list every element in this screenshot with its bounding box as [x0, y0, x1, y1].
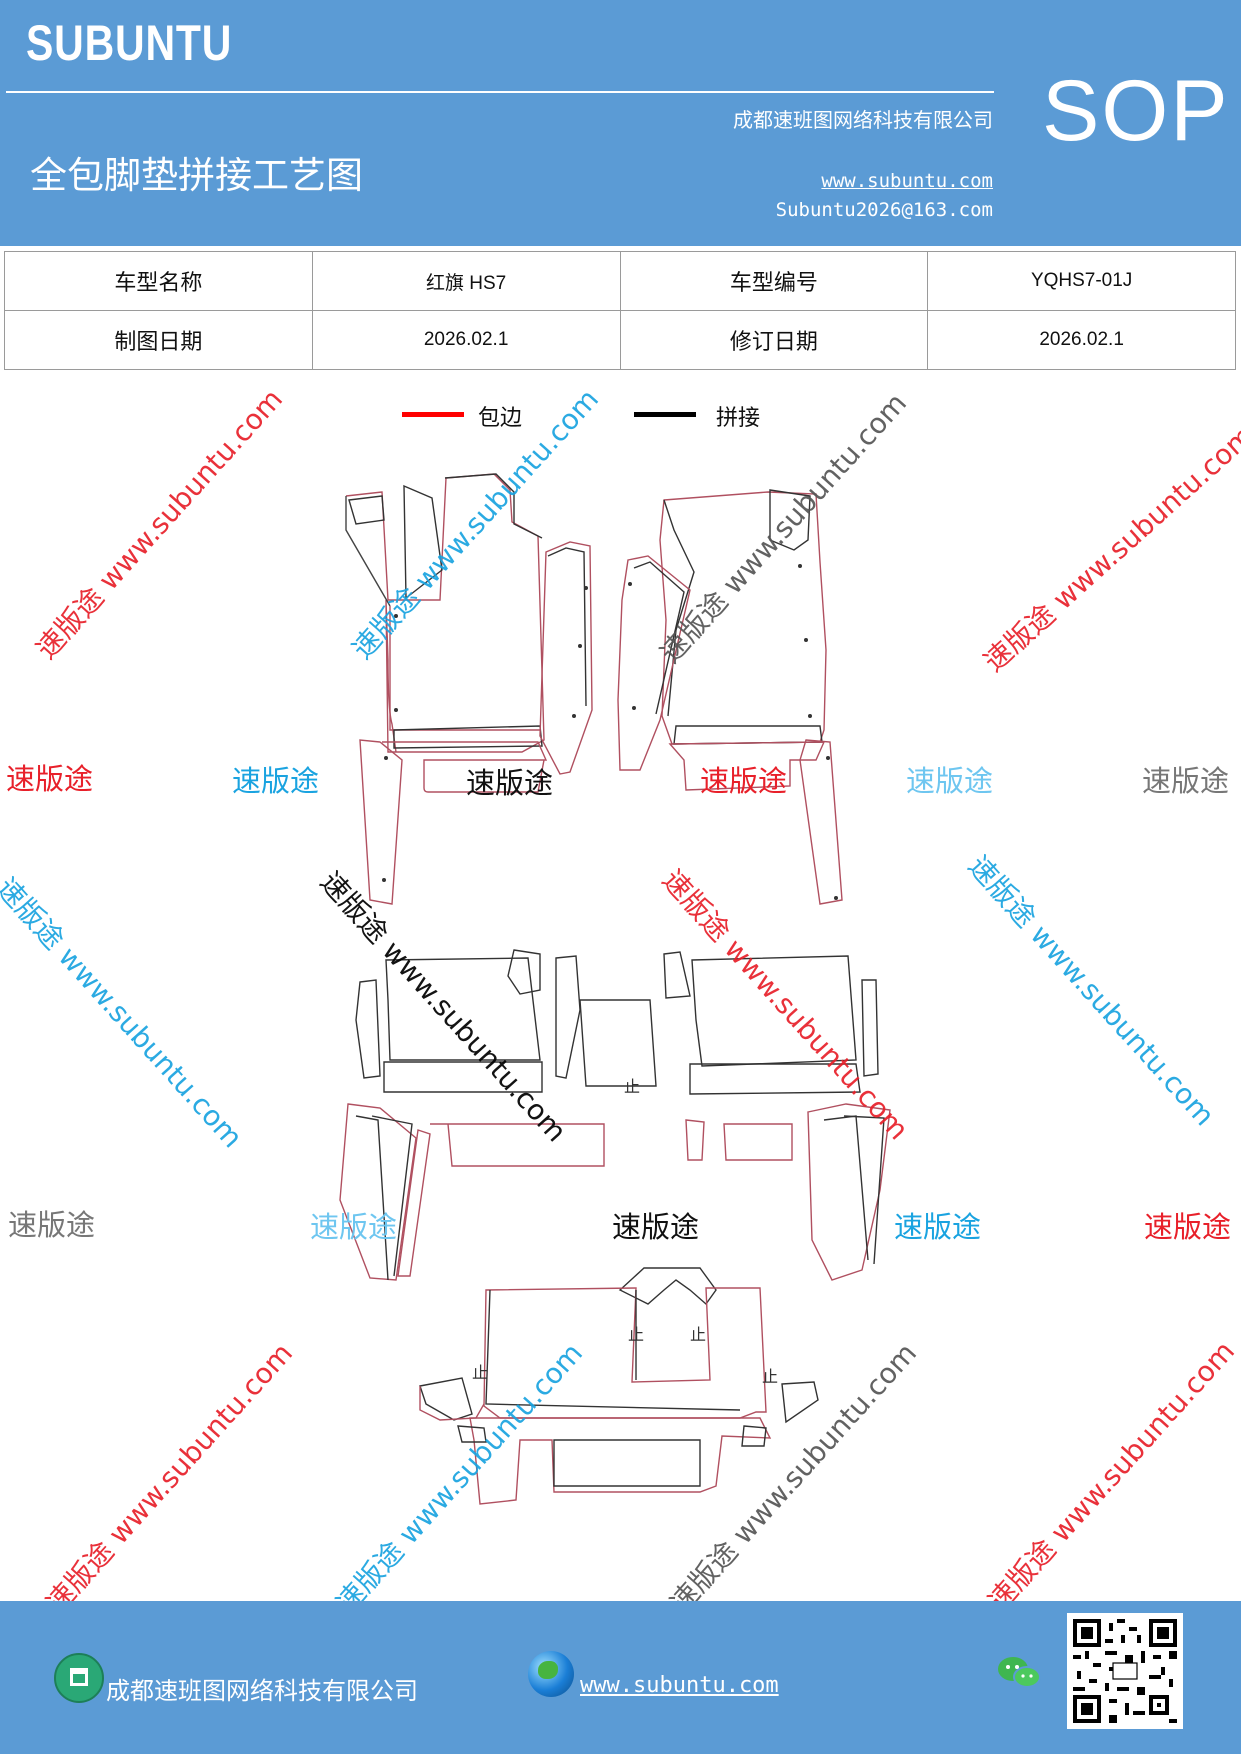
watermark: 速版途	[466, 766, 554, 800]
middle-left-mat	[339, 949, 657, 1281]
footer-banner: 成都速班图网络科技有限公司 www.subuntu.com	[0, 1601, 1241, 1754]
globe-icon	[528, 1651, 574, 1697]
footer-website-link[interactable]: www.subuntu.com	[580, 1673, 779, 1698]
sop-badge: SOP	[1042, 63, 1230, 159]
footer-company: 成都速班图网络科技有限公司	[106, 1677, 418, 1705]
label-model-name: 车型名称	[4, 251, 313, 311]
watermark: 速版途	[894, 1210, 982, 1244]
label-draw-date: 制图日期	[4, 310, 313, 370]
info-table: 车型名称 红旗 HS7 车型编号 YQHS7-01J 制图日期 2026.02.…	[4, 251, 1236, 370]
rear-mat: 止 止 止 止	[419, 1267, 819, 1505]
joint-mark: 止	[472, 1363, 488, 1382]
legend-swatch-black	[634, 412, 696, 417]
qr-code	[1067, 1613, 1183, 1729]
header-email[interactable]: Subuntu2026@163.com	[775, 199, 993, 221]
value-model-name: 红旗 HS7	[311, 251, 621, 311]
watermark: 速版途	[6, 762, 94, 796]
value-revise-date: 2026.02.1	[927, 310, 1236, 370]
label-revise-date: 修订日期	[619, 310, 929, 370]
watermark: 速版途	[1142, 764, 1230, 798]
header-divider	[6, 91, 994, 93]
middle-right-mat: 止	[624, 951, 891, 1281]
watermark: 速版途	[906, 764, 994, 798]
legend-label: 包边	[478, 406, 523, 431]
watermark: 速版途	[8, 1208, 96, 1242]
wechat-icon	[998, 1657, 1041, 1688]
table-row: 制图日期 2026.02.1 修订日期 2026.02.1	[4, 310, 1236, 370]
header-website-link[interactable]: www.subuntu.com	[821, 170, 993, 192]
watermark: 速版途	[310, 1210, 398, 1244]
watermark: 速版途	[1144, 1210, 1232, 1244]
value-model-code: YQHS7-01J	[927, 251, 1236, 311]
qr-code-pattern	[1073, 1619, 1177, 1723]
watermark: 速版途	[612, 1210, 700, 1244]
legend-swatch-red	[402, 412, 464, 417]
joint-mark: 止	[690, 1325, 706, 1344]
watermark: 速版途	[700, 764, 788, 798]
legend-label: 拼接	[716, 406, 761, 431]
value-draw-date: 2026.02.1	[311, 310, 621, 370]
header-banner: SUBUNTU 全包脚垫拼接工艺图 成都速班图网络科技有限公司 www.subu…	[0, 0, 1241, 246]
front-right-mat	[617, 489, 843, 905]
brand-logo: SUBUNTU	[26, 15, 233, 71]
joint-mark: 止	[628, 1325, 644, 1344]
front-left-mat	[345, 473, 593, 905]
watermark: 速版途	[232, 764, 320, 798]
label-model-code: 车型编号	[619, 251, 929, 311]
joint-mark: 止	[624, 1077, 640, 1096]
header-company: 成都速班图网络科技有限公司	[733, 108, 993, 132]
table-row: 车型名称 红旗 HS7 车型编号 YQHS7-01J	[4, 251, 1236, 311]
joint-mark: 止	[762, 1367, 778, 1386]
building-icon	[54, 1653, 104, 1703]
page-title: 全包脚垫拼接工艺图	[30, 154, 363, 197]
